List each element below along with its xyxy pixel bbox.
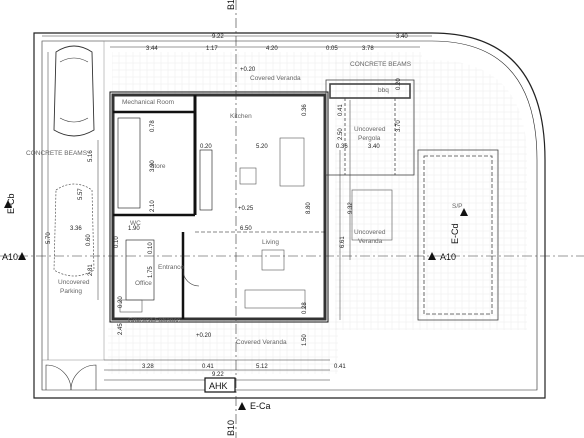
dim-0-36-p: 0.36 <box>336 144 348 150</box>
ecd-arrow-icon <box>460 208 468 216</box>
dim-bottom-overall: 9.22 <box>212 372 224 378</box>
dim-3-28: 3.28 <box>142 364 154 370</box>
pool <box>417 149 499 321</box>
room-covered-veranda-top: Covered Veranda <box>250 75 301 82</box>
dim-1-17: 1.17 <box>206 46 218 52</box>
pergola <box>325 79 415 176</box>
dim-5-16: 5.16 <box>88 150 94 162</box>
dim-2-50: 2.50 <box>338 128 344 140</box>
gate-doors <box>45 269 200 391</box>
room-bbq: bbq <box>378 87 389 94</box>
dim-3-70: 3.70 <box>396 120 402 132</box>
dim-6-50: 6.50 <box>240 226 252 232</box>
car-top-icon <box>53 45 95 137</box>
room-parking-line2: Parking <box>60 288 82 295</box>
room-store: Store <box>150 163 166 170</box>
dim-9-32: 9.32 <box>348 202 354 214</box>
dim-2-45: 2.45 <box>118 323 124 335</box>
dim-0-78: 0.78 <box>150 120 156 132</box>
room-concrete-beams-top: CONCRETE BEAMS <box>350 61 412 68</box>
site-boundary <box>33 32 546 399</box>
room-office: Office <box>135 280 152 287</box>
room-covered-veranda-bottom: Covered Veranda <box>236 339 287 346</box>
marker-a10-right: A10 <box>440 252 456 262</box>
room-living: Living <box>262 239 279 246</box>
dim-3-78: 3.78 <box>362 46 374 52</box>
dim-2-81: 2.81 <box>88 264 94 276</box>
dim-0-10: 0.10 <box>114 236 120 248</box>
room-entrance: Entrance <box>158 264 184 271</box>
level-bottom: +0.20 <box>196 333 212 339</box>
dim-6-61: 6.61 <box>340 236 346 248</box>
dim-0-41: 0.41 <box>338 104 344 116</box>
dim-0-41-b: 0.41 <box>202 364 214 370</box>
marker-eca: E-Ca <box>250 401 271 411</box>
dim-5-57: 5.57 <box>78 188 84 200</box>
eca-arrow-icon <box>238 402 246 410</box>
dim-2-10: 2.10 <box>150 200 156 212</box>
room-pergola-line1: Uncovered <box>354 126 386 133</box>
room-sp: S/P <box>452 203 462 210</box>
dim-5-70: 5.70 <box>46 232 52 244</box>
car-bottom-icon <box>53 183 95 277</box>
dim-8-80: 8.80 <box>306 202 312 214</box>
dim-3-44: 3.44 <box>146 46 158 52</box>
dim-0-28: 0.28 <box>302 302 308 314</box>
dim-top-right: 3.40 <box>396 34 408 40</box>
room-pergola-line2: Pergola <box>358 135 381 142</box>
paving <box>108 52 527 374</box>
dim-1-90: 1.90 <box>128 226 140 232</box>
dim-0-20-bbq: 0.20 <box>396 78 402 90</box>
room-kitchen: Kitchen <box>230 113 252 120</box>
marker-a10-left: A10 <box>2 252 18 262</box>
dim-3-90: 3.90 <box>150 160 156 172</box>
dim-1-75: 1.75 <box>148 266 154 278</box>
dim-0-36-k: 0.36 <box>302 104 308 116</box>
room-concrete-beams-left: CONCRETE BEAMS <box>26 150 88 157</box>
a10-left-arrow-icon <box>18 252 26 260</box>
marker-ecd: E-Cd <box>450 223 460 244</box>
ecb-arrow-icon <box>4 200 12 208</box>
dim-top-overall: 9.22 <box>212 34 224 40</box>
room-parking-line1: Uncovered <box>58 279 90 286</box>
room-veranda-line1: Uncovered <box>354 229 386 236</box>
room-mechanical: Mechanical Room <box>122 99 174 106</box>
dim-0-10-b: 0.10 <box>148 242 154 254</box>
room-wc: WC <box>130 220 141 227</box>
marker-b10-bottom: B10 <box>226 420 236 436</box>
dim-3-40-p: 3.40 <box>368 144 380 150</box>
ahk-label: AHK <box>209 381 228 391</box>
dim-0-41-r: 0.41 <box>334 364 346 370</box>
dim-4-20: 4.20 <box>266 46 278 52</box>
dim-5-12: 5.12 <box>256 364 268 370</box>
room-covered-entrance: Covered Entrance <box>128 317 181 324</box>
room-veranda-line2: Veranda <box>358 238 383 245</box>
ahk-box <box>204 377 236 393</box>
furniture <box>119 137 393 313</box>
level-center: +0.25 <box>238 206 254 212</box>
dim-5-20: 5.20 <box>256 144 268 150</box>
dim-0-05: 0.05 <box>326 46 338 52</box>
marker-ecb: E-Cb <box>6 193 16 214</box>
a10-right-arrow-icon <box>428 252 436 260</box>
marker-b10-top: B10 <box>226 0 236 10</box>
building-walls <box>109 91 329 323</box>
dim-0-60: 0.60 <box>86 234 92 246</box>
dim-0-20-e: 0.20 <box>118 296 124 308</box>
level-top: +0.20 <box>240 67 256 73</box>
dim-0-20-k: 0.20 <box>200 144 212 150</box>
dim-3-36: 3.36 <box>70 226 82 232</box>
parking-area <box>41 40 105 361</box>
dim-1-50: 1.50 <box>302 334 308 346</box>
